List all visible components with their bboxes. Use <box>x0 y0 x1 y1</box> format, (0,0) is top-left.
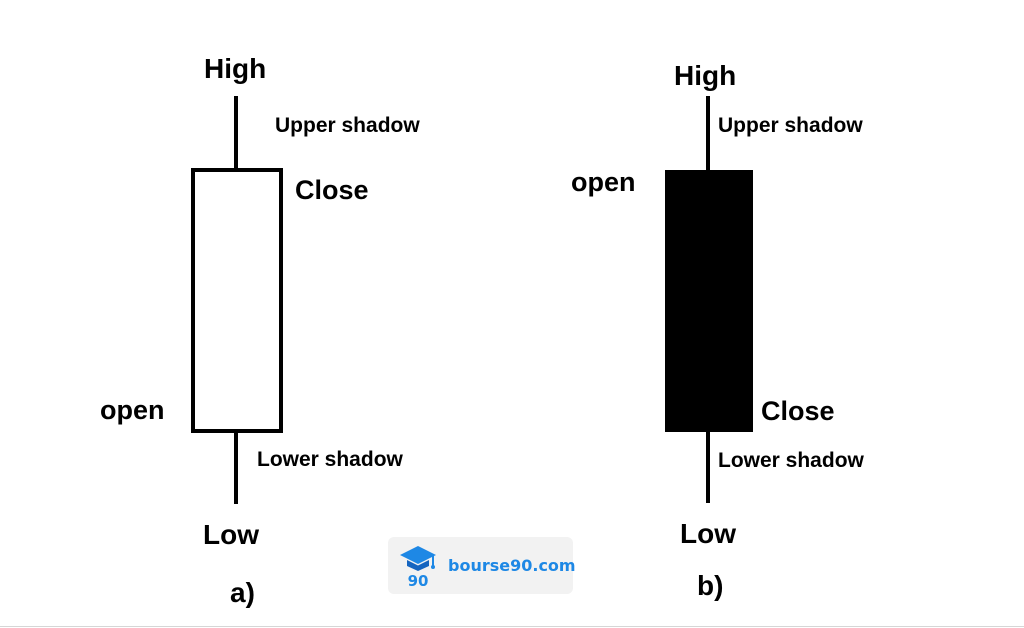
candle-b-low-label: Low <box>680 518 736 549</box>
graduation-cap-logo-icon: 90 <box>400 545 436 588</box>
bottom-divider <box>0 626 1024 627</box>
candle-b-open-label: open <box>571 167 636 197</box>
candle-b-high-label: High <box>674 60 737 91</box>
candle-b-lower-wick <box>706 430 710 503</box>
watermark: 90 bourse90.com <box>388 537 576 594</box>
candle-b-caption: b) <box>697 570 724 601</box>
candle-a-low-label: Low <box>203 519 259 550</box>
candle-b-close-label: Close <box>761 396 835 426</box>
candle-a-caption: a) <box>230 577 255 608</box>
logo-text: 90 <box>408 572 429 588</box>
candle-a-open-label: open <box>100 395 165 425</box>
candle-b-lower-shadow-label: Lower shadow <box>718 449 864 472</box>
candle-a-upper-wick <box>234 96 238 170</box>
candle-b-upper-wick <box>706 96 710 172</box>
candle-a-lower-shadow-label: Lower shadow <box>257 448 403 471</box>
candle-a-upper-shadow-label: Upper shadow <box>275 114 420 137</box>
candle-b-upper-shadow-label: Upper shadow <box>718 114 863 137</box>
candle-b-body <box>665 170 753 432</box>
candle-a-body <box>191 168 283 433</box>
candle-a-high-label: High <box>204 53 267 84</box>
watermark-text: bourse90.com <box>448 556 576 575</box>
candle-a-close-label: Close <box>295 175 369 205</box>
candle-a-lower-wick <box>234 431 238 504</box>
